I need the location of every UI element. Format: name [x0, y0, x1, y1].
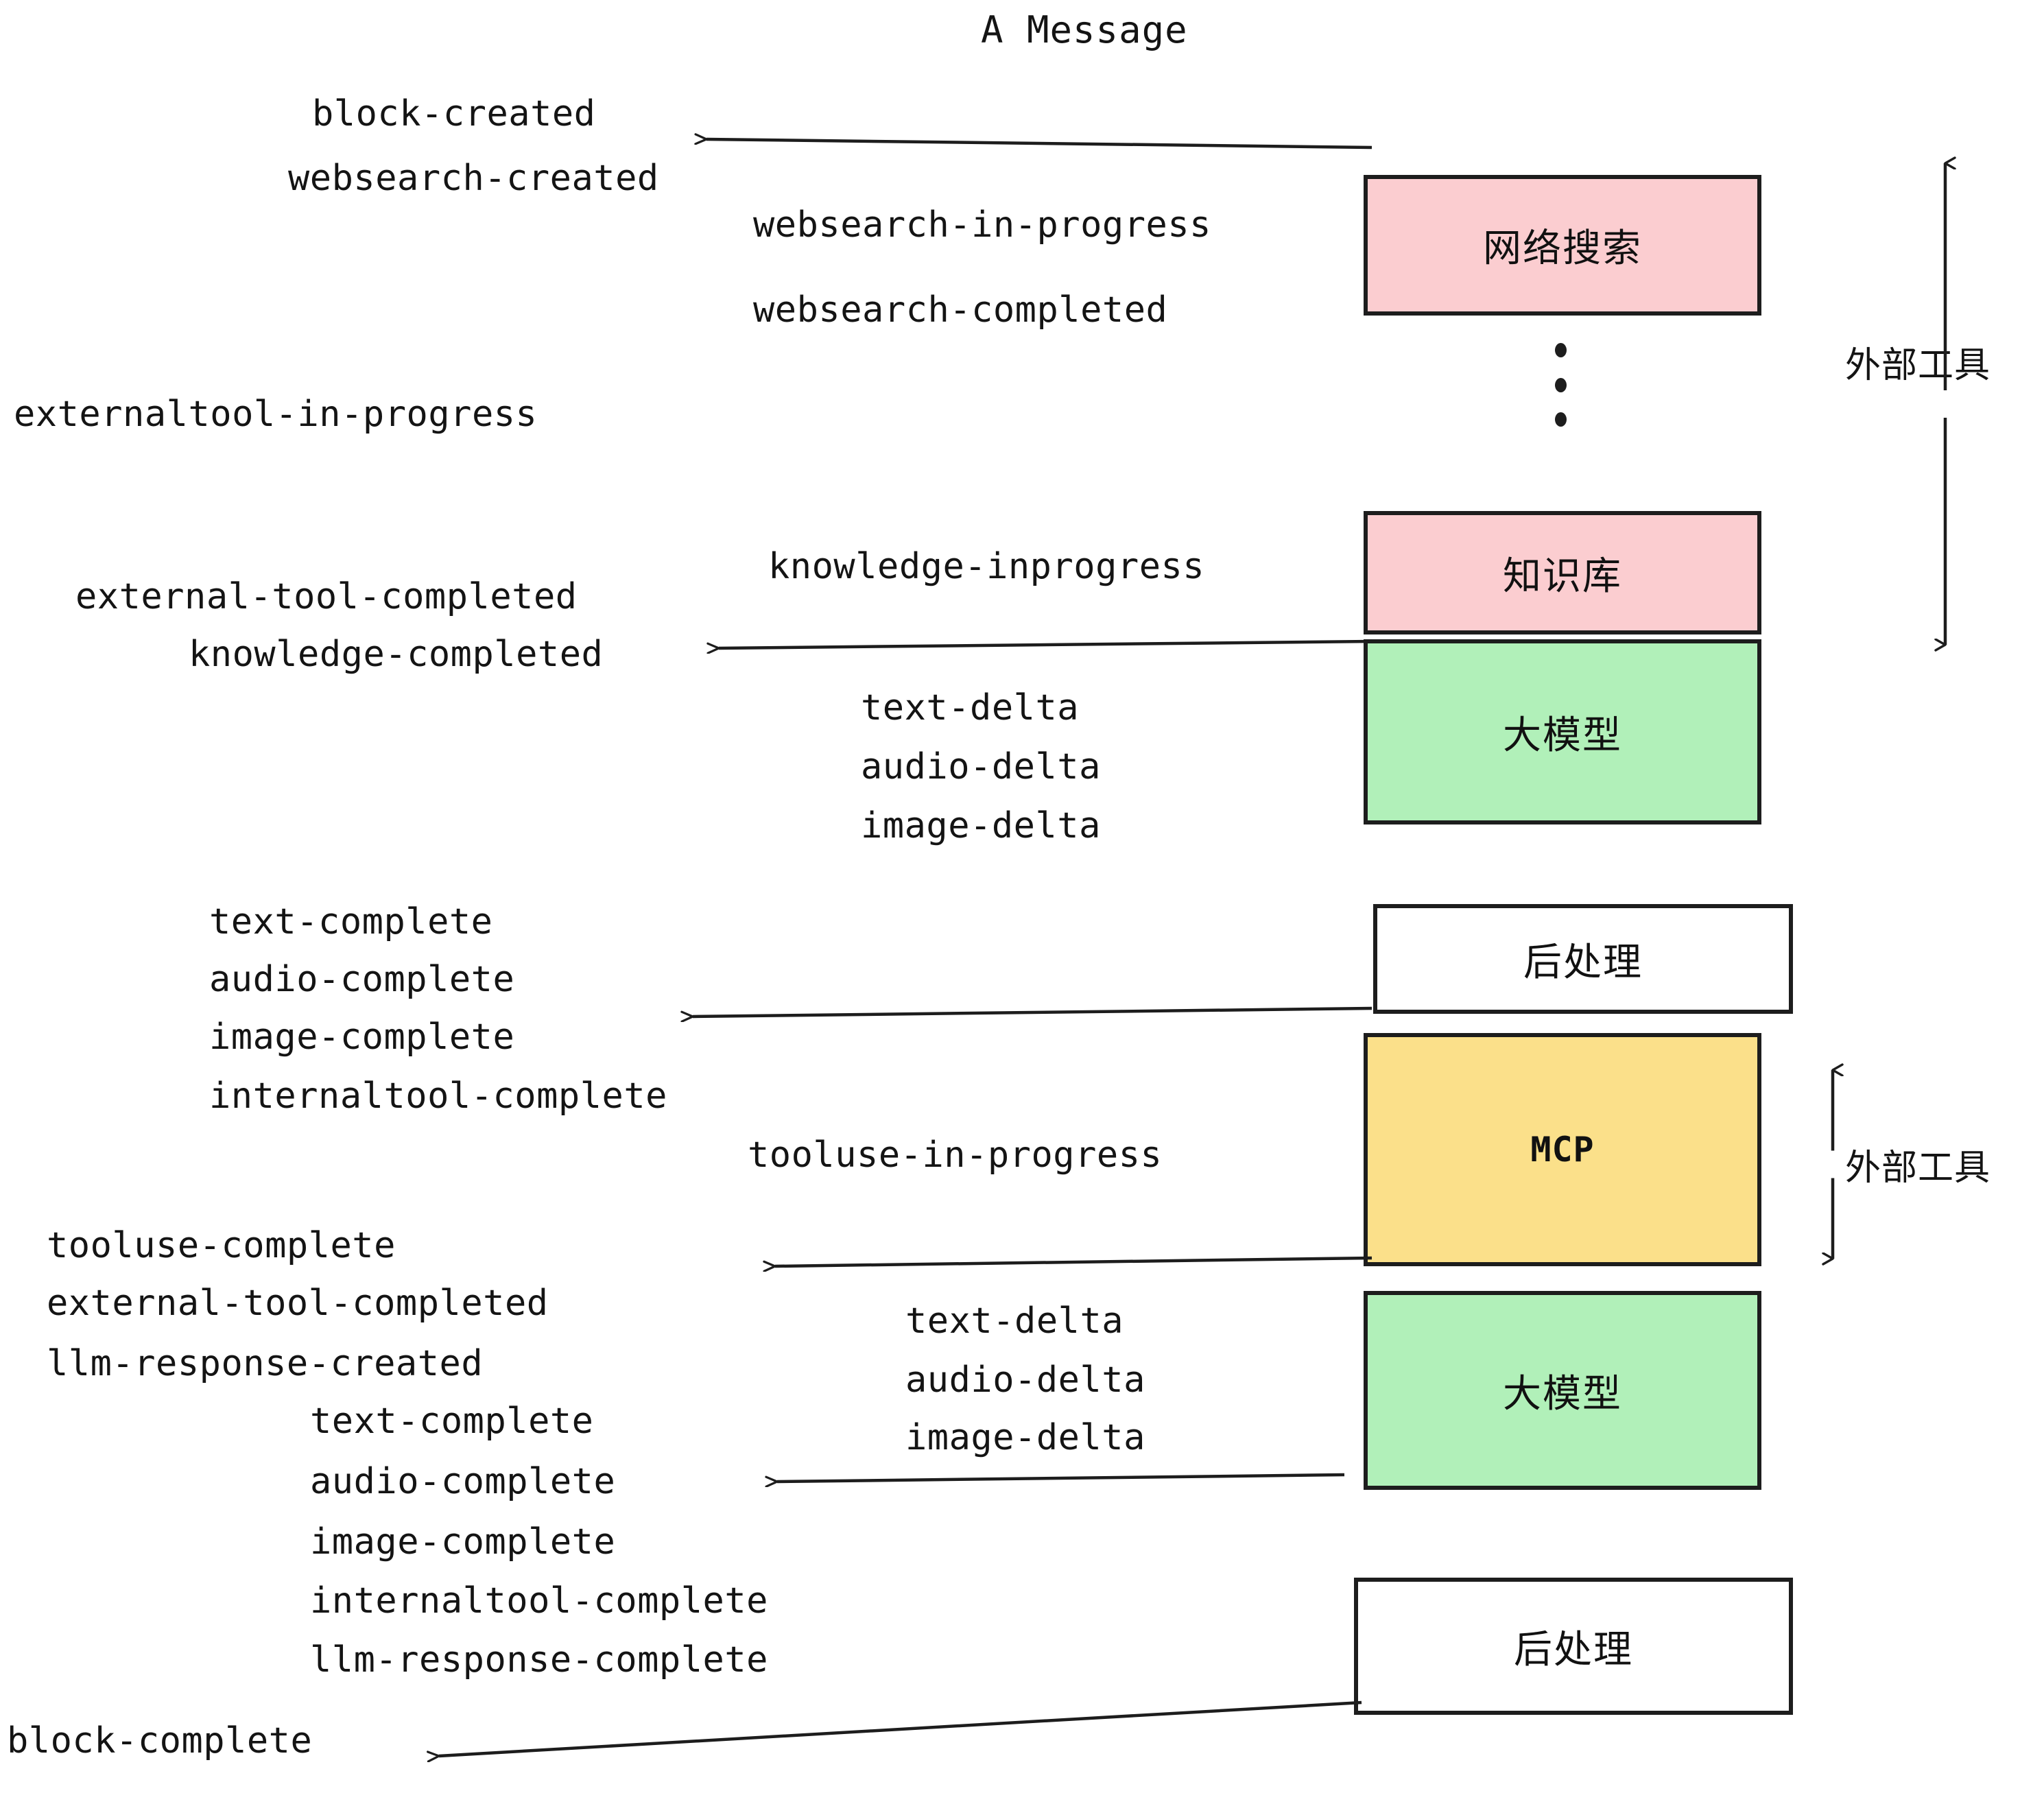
- diagram-title: A Message: [981, 8, 1188, 51]
- mcp-to-tooluse-complete-arrow: [775, 1256, 1372, 1266]
- ellipsis-dot: [1554, 377, 1567, 392]
- event-label: websearch-in-progress: [753, 204, 1211, 246]
- event-label: audio-delta: [905, 1360, 1145, 1401]
- event-label: knowledge-completed: [189, 634, 604, 675]
- event-label: text-complete: [310, 1401, 594, 1442]
- event-label: internaltool-complete: [310, 1580, 768, 1622]
- event-label: image-complete: [310, 1521, 616, 1563]
- event-label: externaltool-in-progress: [14, 394, 538, 435]
- event-label: text-delta: [861, 687, 1080, 728]
- knowledge-to-completed-arrow: [719, 639, 1372, 648]
- process-node[interactable]: 知识库: [1364, 511, 1761, 634]
- event-label: llm-response-created: [47, 1343, 484, 1384]
- event-label: image-complete: [209, 1017, 515, 1058]
- event-label: text-delta: [905, 1301, 1124, 1342]
- event-label: audio-complete: [310, 1461, 616, 1502]
- event-label: websearch-completed: [753, 289, 1168, 331]
- process-node[interactable]: 网络搜索: [1364, 175, 1761, 316]
- ellipsis-dot: [1554, 343, 1567, 357]
- event-label: text-complete: [209, 901, 493, 942]
- postprocess-to-block-complete-arrow: [439, 1700, 1362, 1756]
- event-label: block-complete: [7, 1720, 313, 1761]
- event-label: external-tool-completed: [47, 1283, 549, 1324]
- event-label: audio-complete: [209, 959, 515, 1000]
- event-label: websearch-created: [288, 158, 659, 199]
- process-node[interactable]: MCP: [1364, 1033, 1761, 1266]
- vertical-ellipsis-icon: [1554, 343, 1567, 427]
- event-label: tooluse-complete: [47, 1225, 396, 1266]
- event-label: external-tool-completed: [75, 576, 578, 617]
- process-node[interactable]: 大模型: [1364, 639, 1761, 824]
- event-label: block-created: [312, 93, 596, 134]
- event-label: llm-response-complete: [310, 1639, 768, 1681]
- process-node[interactable]: 后处理: [1373, 904, 1793, 1014]
- websearch-to-block-created-arrow: [706, 139, 1372, 150]
- process-node[interactable]: 后处理: [1354, 1578, 1793, 1715]
- process-node[interactable]: 大模型: [1364, 1291, 1761, 1490]
- event-label: image-delta: [905, 1417, 1145, 1458]
- external-tool-group-label: 外部工具: [1845, 345, 1991, 386]
- event-label: audio-delta: [861, 746, 1101, 787]
- postprocess-to-image-arrow: [693, 1006, 1372, 1017]
- event-label: image-delta: [861, 805, 1101, 846]
- llm-to-audio-complete-arrow: [777, 1473, 1345, 1482]
- ellipsis-dot: [1554, 412, 1567, 427]
- event-label: tooluse-in-progress: [748, 1135, 1163, 1176]
- event-label: internaltool-complete: [209, 1076, 667, 1117]
- event-label: knowledge-inprogress: [768, 546, 1205, 587]
- external-tool-group-label: 外部工具: [1845, 1148, 1991, 1189]
